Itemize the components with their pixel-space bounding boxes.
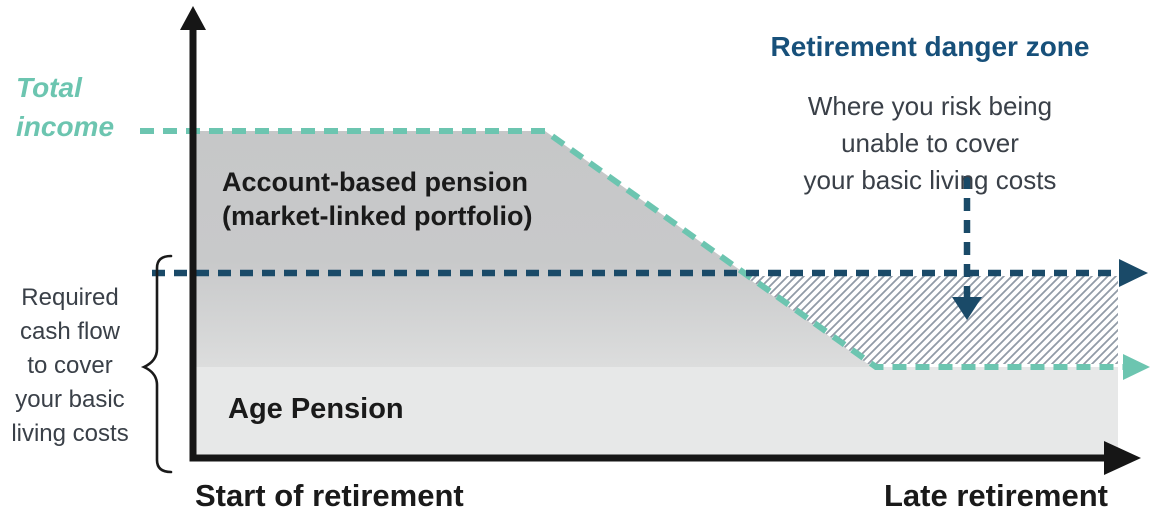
account-pension-area <box>196 131 876 367</box>
total-income-label: Total income <box>16 72 115 142</box>
x-axis-arrowhead-icon <box>1104 441 1141 475</box>
total-income-arrowhead-icon <box>1123 354 1150 380</box>
danger-zone-title: Retirement danger zone <box>770 31 1090 62</box>
required-cashflow-arrowhead-icon <box>1119 259 1148 287</box>
required-cashflow-brace <box>140 254 173 474</box>
x-axis-end-label: Late retirement <box>884 478 1108 513</box>
total-income-dashed-line <box>140 128 1124 370</box>
account-pension-label: Account-based pension (market-linked por… <box>222 167 533 231</box>
x-axis-start-label: Start of retirement <box>195 478 464 513</box>
age-pension-label: Age Pension <box>228 393 404 425</box>
required-cashflow-label: Required cash flow to cover your basic l… <box>11 284 129 447</box>
danger-zone-pointer-arrowhead-icon <box>952 297 982 320</box>
danger-zone-subtitle: Where you risk being unable to cover you… <box>803 91 1057 195</box>
danger-zone-callout: Retirement danger zone Where you risk be… <box>740 12 1120 217</box>
age-pension-area <box>196 367 1118 455</box>
y-axis-arrowhead-icon <box>180 6 206 30</box>
